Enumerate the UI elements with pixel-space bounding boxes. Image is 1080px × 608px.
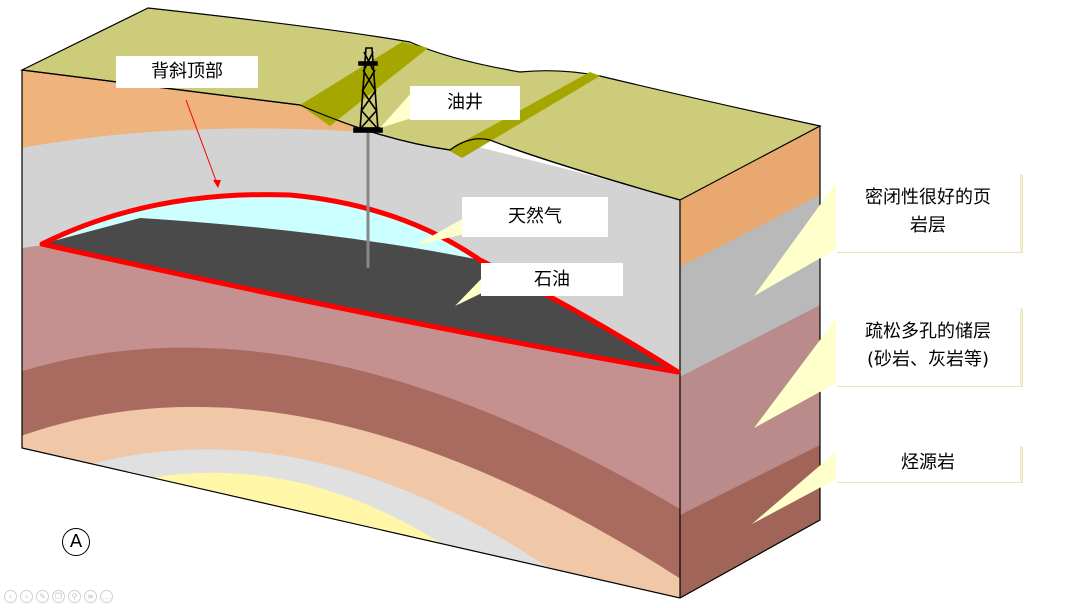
source-callout-pointer (752, 450, 838, 524)
anticline-arrow (185, 99, 219, 187)
next-icon[interactable]: › (20, 590, 33, 603)
natural-gas-label: 天然气 (462, 197, 608, 237)
well-callout-pointer (380, 92, 412, 128)
reservoir-layer-label: 疏松多孔的储层 (砂岩、灰岩等) (836, 308, 1022, 386)
oil-label: 石油 (481, 263, 623, 296)
reservoir-label-line1: 疏松多孔的储层 (865, 321, 991, 342)
oil-callout-pointer (455, 276, 484, 306)
oil-well-label: 油井 (410, 86, 520, 120)
source-rock-label: 烃源岩 (836, 446, 1022, 482)
reservoir-callout-pointer (754, 316, 838, 428)
copy-icon[interactable]: ❐ (52, 590, 65, 603)
top-surface-stripe-2 (448, 72, 600, 158)
zoom-icon[interactable]: ⚲ (68, 590, 81, 603)
side-face (680, 126, 820, 598)
menu-icon[interactable]: ≡ (84, 590, 97, 603)
prev-icon[interactable]: ‹ (4, 590, 17, 603)
seal-label-line1: 密闭性很好的页 (865, 187, 991, 208)
gas-callout-pointer (414, 218, 464, 246)
pen-icon[interactable]: ✎ (36, 590, 49, 603)
oil-layer (42, 218, 678, 372)
reservoir-label-line2: (砂岩、灰岩等) (866, 349, 990, 370)
figure-marker: A (62, 528, 90, 556)
more-icon[interactable]: … (100, 590, 113, 603)
anticline-arrow-head (213, 180, 221, 188)
anticline-top-label: 背斜顶部 (116, 56, 258, 88)
seal-layer-label: 密闭性很好的页 岩层 (836, 174, 1022, 252)
seal-label-line2: 岩层 (910, 215, 946, 236)
seal-callout-pointer (754, 180, 838, 296)
oil-derrick-icon (353, 47, 383, 133)
slide-nav-toolbar: ‹ › ✎ ❐ ⚲ ≡ … (4, 590, 113, 606)
